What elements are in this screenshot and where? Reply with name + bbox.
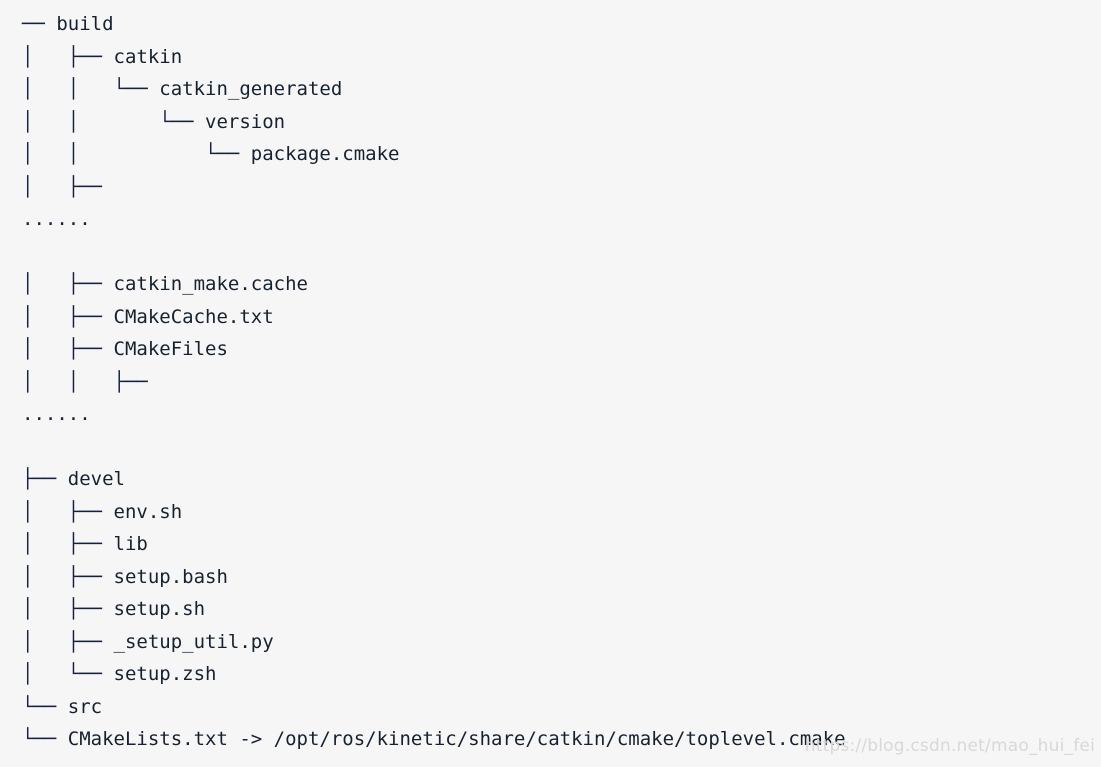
tree-line: └── CMakeLists.txt -> /opt/ros/kinetic/s… — [0, 723, 1101, 756]
tree-line: │ │ └── package.cmake — [0, 138, 1101, 171]
tree-node-name: package.cmake — [250, 143, 400, 165]
tree-branch-glyphs: │ ├── — [22, 533, 114, 555]
tree-line: │ ├── CMakeFiles — [0, 333, 1101, 366]
tree-node-name: catkin_make.cache — [113, 273, 308, 295]
tree-line: │ ├── — [0, 171, 1101, 204]
tree-line: │ ├── setup.sh — [0, 593, 1101, 626]
tree-line: │ │ └── version — [0, 106, 1101, 139]
tree-branch-glyphs: ├── — [22, 468, 68, 490]
tree-node-name: lib — [113, 533, 148, 555]
tree-branch-glyphs: │ │ ├── — [22, 370, 148, 393]
tree-node-name: catkin_generated — [159, 78, 343, 100]
tree-branch-glyphs: └── — [22, 695, 68, 718]
tree-node-name: src — [67, 695, 103, 718]
tree-node-name: CMakeLists.txt -> /opt/ros/kinetic/share… — [67, 728, 846, 750]
tree-line: │ └── setup.zsh — [0, 658, 1101, 691]
tree-line: │ │ ├── — [0, 366, 1101, 399]
tree-line: │ ├── setup.bash — [0, 561, 1101, 594]
tree-branch-glyphs: │ │ └── — [22, 110, 206, 133]
tree-branch-glyphs: │ ├── — [22, 45, 114, 68]
tree-blank-line — [0, 431, 1101, 464]
tree-blank-line — [0, 236, 1101, 269]
tree-branch-glyphs: │ │ └── — [22, 143, 251, 165]
tree-branch-glyphs: └── — [22, 728, 68, 750]
tree-branch-glyphs: │ ├── — [22, 500, 114, 523]
tree-line: │ ├── env.sh — [0, 496, 1101, 529]
tree-node-name: version — [205, 110, 286, 133]
tree-line: │ │ └── catkin_generated — [0, 73, 1101, 106]
tree-node-name: build — [56, 13, 114, 35]
tree-node-name: devel — [67, 468, 125, 490]
tree-branch-glyphs: │ └── — [22, 663, 114, 685]
tree-line: │ ├── _setup_util.py — [0, 626, 1101, 659]
tree-line: │ ├── catkin_make.cache — [0, 268, 1101, 301]
tree-node-name: setup.zsh — [113, 663, 217, 685]
tree-ellipsis-line: ...... — [0, 203, 1101, 236]
tree-branch-glyphs: │ ├── — [22, 175, 103, 198]
tree-branch-glyphs: │ ├── — [22, 338, 114, 360]
tree-branch-glyphs: │ ├── — [22, 565, 114, 588]
tree-branch-glyphs: │ ├── — [22, 630, 114, 653]
tree-branch-glyphs: │ ├── — [22, 305, 114, 328]
tree-line: ── build — [0, 8, 1101, 41]
tree-branch-glyphs: │ │ └── — [22, 78, 160, 100]
tree-line: │ ├── lib — [0, 528, 1101, 561]
tree-branch-glyphs: │ ├── — [22, 273, 114, 295]
tree-ellipsis-line: ...... — [0, 398, 1101, 431]
tree-node-name: env.sh — [113, 500, 183, 523]
tree-line: ├── devel — [0, 463, 1101, 496]
tree-line: │ ├── CMakeCache.txt — [0, 301, 1101, 334]
tree-branch-glyphs: ── — [22, 13, 57, 35]
tree-branch-glyphs: │ ├── — [22, 598, 114, 620]
tree-ellipsis: ...... — [22, 403, 91, 425]
tree-node-name: setup.bash — [113, 565, 228, 588]
tree-line: │ ├── catkin — [0, 41, 1101, 74]
tree-node-name: CMakeFiles — [113, 338, 228, 360]
tree-line: └── src — [0, 691, 1101, 724]
tree-node-name: catkin — [113, 45, 183, 68]
tree-node-name: CMakeCache.txt — [113, 305, 274, 328]
tree-ellipsis: ...... — [22, 208, 91, 230]
tree-node-name: _setup_util.py — [113, 630, 274, 653]
tree-node-name: setup.sh — [113, 598, 206, 620]
